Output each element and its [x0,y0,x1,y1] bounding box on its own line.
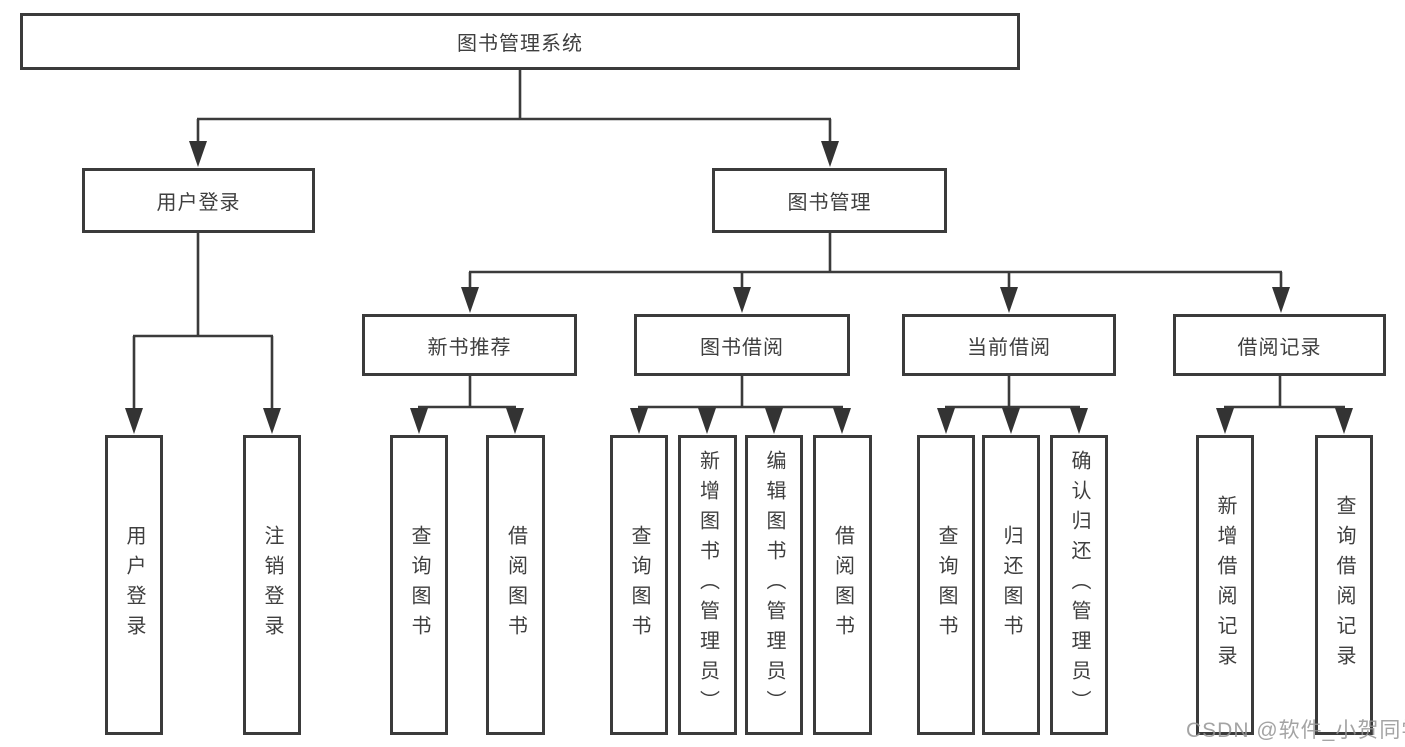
leaf-borrow-query-books: 查询图书 [610,435,668,735]
leaf-edit-book-admin-label: 编辑图书（管理员） [763,450,785,720]
node-user-login: 用户登录 [82,168,315,233]
leaf-add-borrow-record-label: 新增借阅记录 [1214,495,1236,675]
leaf-query-borrow-record: 查询借阅记录 [1315,435,1373,735]
leaf-edit-book-admin: 编辑图书（管理员） [745,435,803,735]
node-new-book-recommend-label: 新书推荐 [427,336,512,359]
node-new-book-recommend: 新书推荐 [362,314,577,376]
leaf-add-book-admin-label: 新增图书（管理员） [696,450,719,720]
node-system-root-label: 图书管理系统 [457,33,583,55]
connector-book-management [461,233,1290,313]
node-system-root: 图书管理系统 [20,13,1020,70]
leaf-return-books-label: 归还图书 [1000,525,1022,645]
leaf-logout: 注销登录 [243,435,301,735]
csdn-watermark: CSDN @软件_小贺同学 [1186,719,1405,742]
connector-book-borrow [630,376,851,434]
node-user-login-label: 用户登录 [156,192,241,214]
leaf-query-borrow-record-label: 查询借阅记录 [1333,495,1355,675]
leaf-borrow-books-label: 借阅图书 [831,525,854,645]
leaf-current-query-books: 查询图书 [917,435,975,735]
connector-user-login [125,233,281,434]
leaf-user-login-label: 用户登录 [123,525,145,645]
leaf-newbook-query-books: 查询图书 [390,435,448,735]
leaf-confirm-return-admin-label: 确认归还（管理员） [1068,450,1090,720]
node-book-borrow-label: 图书借阅 [700,336,784,359]
node-book-management-label: 图书管理 [787,192,872,214]
connector-borrow-records [1216,376,1353,434]
leaf-borrow-query-books-label: 查询图书 [628,525,650,645]
leaf-add-borrow-record: 新增借阅记录 [1196,435,1254,735]
node-book-borrow: 图书借阅 [634,314,850,376]
node-book-management: 图书管理 [712,168,947,233]
leaf-user-login: 用户登录 [105,435,163,735]
connector-current-borrow [937,376,1088,434]
leaf-return-books: 归还图书 [982,435,1040,735]
leaf-newbook-borrow-books: 借阅图书 [486,435,545,735]
leaf-confirm-return-admin: 确认归还（管理员） [1050,435,1108,735]
leaf-add-book-admin: 新增图书（管理员） [678,435,737,735]
leaf-borrow-books: 借阅图书 [813,435,872,735]
leaf-newbook-query-books-label: 查询图书 [408,525,430,645]
node-current-borrow: 当前借阅 [902,314,1116,376]
connector-root [189,70,839,167]
leaf-current-query-books-label: 查询图书 [935,525,957,645]
node-current-borrow-label: 当前借阅 [967,336,1051,359]
leaf-logout-label: 注销登录 [261,525,283,645]
node-borrow-records: 借阅记录 [1173,314,1386,376]
node-borrow-records-label: 借阅记录 [1237,336,1322,359]
leaf-newbook-borrow-books-label: 借阅图书 [504,525,527,645]
connector-new-book [410,376,524,434]
